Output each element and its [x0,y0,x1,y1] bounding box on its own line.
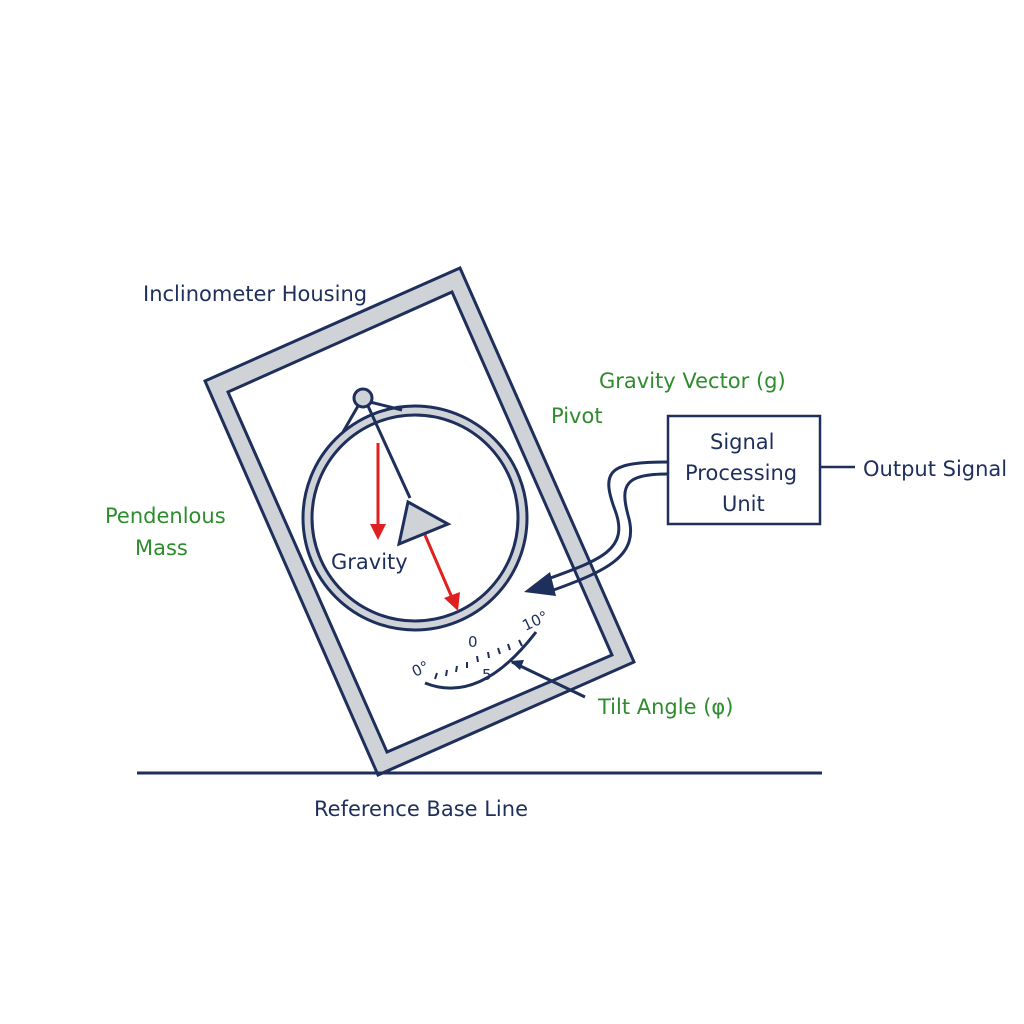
signal-cable [544,460,669,582]
gravity-label: Gravity [331,550,408,574]
pendulum-arm [366,405,412,499]
gravity-arrowhead-tilted-icon [444,592,460,611]
spu-label-2: Processing [685,461,798,485]
pendulous-mass-label-2: Mass [135,536,188,560]
cable-arrowhead-icon [524,572,556,596]
gravity-vector-label: Gravity Vector (g) [599,369,786,393]
spu-label-3: Unit [722,492,765,516]
scale-label-0: 0 [468,633,478,651]
signal-processing-unit-box [666,414,822,526]
tilt-angle-label: Tilt Angle (φ) [598,695,734,719]
housing-label: Inclinometer Housing [143,282,368,306]
spu-label-1: Signal [710,430,775,454]
gravity-arrowhead-vertical-icon [370,524,386,540]
pivot-strut-left [341,405,360,433]
pendulous-mass-icon [396,499,452,547]
signal-cable-inner [547,472,669,594]
tilt-pointer [511,660,586,699]
gravity-arrow-tilted [423,534,455,601]
pivot-strut-right [369,400,403,412]
pivot-label: Pivot [551,404,603,428]
scale-arc [424,631,538,690]
pivot-icon [352,387,374,409]
baseline-label: Reference Base Line [314,797,528,821]
scale-ticks [434,639,523,680]
pendulous-mass-label-1: Pendenlous [105,504,226,528]
tilt-arrowhead-icon [510,660,524,670]
scale-label-5: 5 [482,666,492,684]
output-signal-label: Output Signal [863,457,1008,481]
